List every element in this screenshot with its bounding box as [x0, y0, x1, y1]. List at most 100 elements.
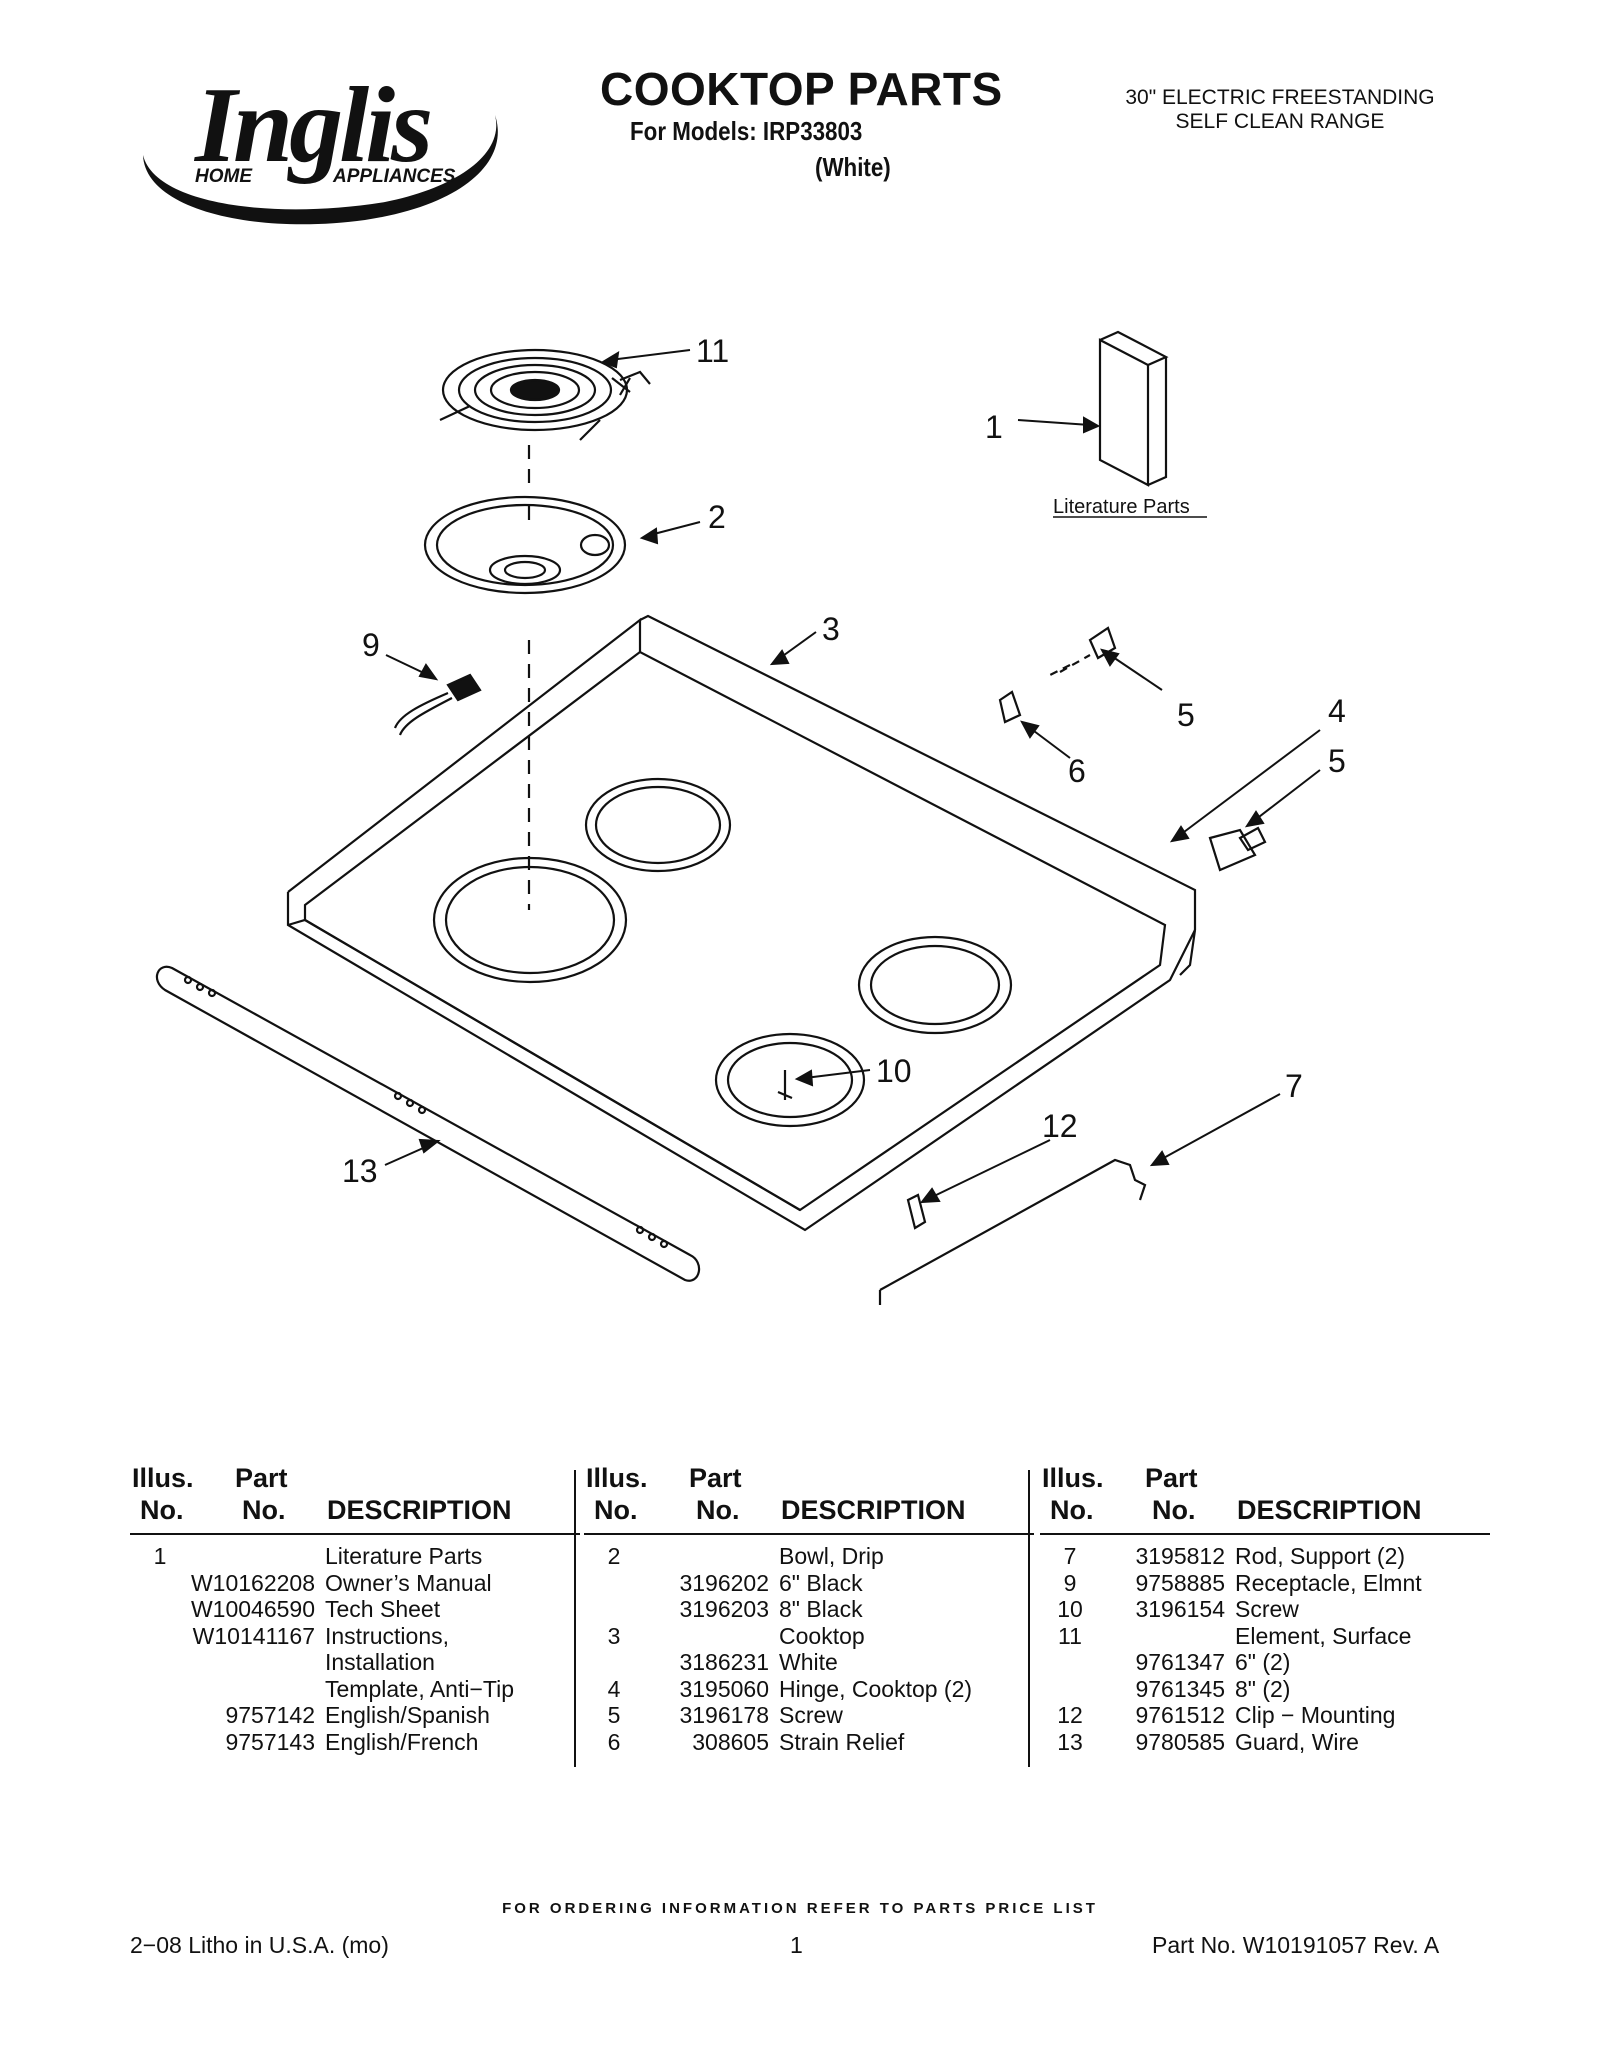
header-description: DESCRIPTION — [781, 1495, 966, 1525]
table-row: 3196203 8" Black — [584, 1596, 1034, 1623]
part-number: 3195060 — [679, 1675, 769, 1702]
part-description: Screw — [1235, 1596, 1299, 1622]
model-number: For Models: IRP33803 — [630, 116, 863, 146]
illus-number: 2 — [607, 1543, 621, 1569]
table-header: Illus. No. Part No. DESCRIPTION — [130, 1463, 580, 1535]
illus-number: 10 — [1057, 1596, 1083, 1622]
table-row: 7 3195812 Rod, Support (2) — [1040, 1543, 1490, 1570]
illus-number: 12 — [1057, 1702, 1083, 1728]
part-description: Instructions, — [325, 1622, 449, 1649]
part-number: 3196203 — [679, 1596, 769, 1622]
illus-number: 13 — [1057, 1728, 1083, 1755]
callout-9: 9 — [362, 627, 380, 663]
part-number: W10141167 — [192, 1622, 315, 1649]
hinge-screw-drawing — [998, 626, 1267, 872]
part-description: Owner’s Manual — [325, 1569, 492, 1596]
page-number: 1 — [790, 1932, 803, 1958]
header-part: Part — [235, 1463, 288, 1493]
part-number: 9757142 — [225, 1702, 315, 1728]
callout-5-lower: 5 — [1328, 743, 1346, 779]
literature-parts-label: Literature Parts — [1053, 496, 1190, 518]
header-illus: Illus. — [1042, 1463, 1104, 1493]
part-description: Bowl, Drip — [779, 1543, 884, 1569]
part-number: 3195812 — [1135, 1543, 1225, 1569]
part-description: Rod, Support (2) — [1235, 1543, 1406, 1569]
brand-sub-appliances: APPLIANCES — [333, 166, 456, 187]
table-row: 9761345 8" (2) — [1040, 1676, 1490, 1703]
table-header: Illus. No. Part No. DESCRIPTION — [1040, 1463, 1490, 1535]
part-number: 3196178 — [679, 1702, 769, 1728]
part-description: Guard, Wire — [1235, 1728, 1359, 1755]
table-row: Installation — [130, 1649, 580, 1676]
table-row: W10162208 Owner’s Manual — [130, 1570, 580, 1597]
callout-2: 2 — [708, 499, 726, 535]
illus-number: 7 — [1063, 1543, 1077, 1569]
table-row: 13 9780585 Guard, Wire — [1040, 1729, 1490, 1756]
header-illus-no: No. — [594, 1495, 638, 1525]
callout-1: 1 — [985, 409, 1003, 445]
illus-number: 3 — [607, 1622, 621, 1649]
table-row: 2 Bowl, Drip — [584, 1543, 1034, 1570]
parts-table-2: Illus. No. Part No. DESCRIPTION 2 Bowl, D… — [584, 1463, 1034, 1755]
part-number: 9780585 — [1135, 1728, 1225, 1755]
part-number: 9761347 — [1135, 1649, 1225, 1675]
header-part-no: No. — [696, 1495, 740, 1525]
part-description: 6" Black — [779, 1569, 863, 1596]
table-divider — [574, 1470, 576, 1767]
document-part-number: Part No. W10191057 Rev. A — [1152, 1932, 1440, 1958]
header-description: DESCRIPTION — [327, 1495, 512, 1525]
page-title: COOKTOP PARTS — [600, 63, 1003, 115]
table-header: Illus. No. Part No. DESCRIPTION — [584, 1463, 1034, 1535]
part-number: 9761345 — [1135, 1675, 1225, 1702]
illus-number: 1 — [153, 1543, 167, 1569]
receptacle-drawing — [393, 673, 482, 736]
parts-table-3: Illus. No. Part No. DESCRIPTION 7 3195812… — [1040, 1463, 1490, 1755]
ordering-note: FOR ORDERING INFORMATION REFER TO PARTS … — [502, 1900, 1098, 1917]
part-number: W10162208 — [190, 1569, 315, 1596]
part-number: 9761512 — [1135, 1702, 1225, 1728]
part-description: Clip − Mounting — [1235, 1702, 1396, 1728]
header-description: DESCRIPTION — [1237, 1495, 1422, 1525]
brand-sub-home: HOME — [195, 166, 252, 187]
part-description: 8" Black — [779, 1596, 863, 1622]
part-number: 3186231 — [679, 1649, 769, 1675]
part-description: Installation — [325, 1649, 435, 1675]
illus-number: 9 — [1063, 1569, 1077, 1596]
header-illus: Illus. — [586, 1463, 648, 1493]
header-illus-no: No. — [140, 1495, 184, 1525]
part-number: W10046590 — [190, 1596, 315, 1622]
brand-name: Inglis — [195, 66, 433, 185]
callout-3: 3 — [822, 611, 840, 647]
illus-number: 6 — [607, 1728, 621, 1755]
table-row: 3 Cooktop — [584, 1623, 1034, 1650]
table-row: Template, Anti−Tip — [130, 1676, 580, 1703]
header-part: Part — [689, 1463, 742, 1493]
part-description: Hinge, Cooktop (2) — [779, 1675, 973, 1702]
part-number: 308605 — [692, 1728, 769, 1755]
callout-6: 6 — [1068, 753, 1086, 789]
part-description: Cooktop — [779, 1622, 865, 1649]
part-description: 8" (2) — [1235, 1675, 1291, 1702]
print-info: 2−08 Litho in U.S.A. (mo) — [130, 1932, 389, 1958]
table-row: W10046590 Tech Sheet — [130, 1596, 580, 1623]
model-color: (White) — [815, 152, 891, 182]
illus-number: 11 — [1058, 1622, 1082, 1649]
header-illus: Illus. — [132, 1463, 194, 1493]
wire-guard-drawing — [155, 965, 701, 1282]
callout-11: 11 — [696, 333, 729, 369]
part-number: 9757143 — [225, 1728, 315, 1755]
part-description: Tech Sheet — [325, 1596, 441, 1622]
callout-5-upper: 5 — [1177, 697, 1195, 733]
surface-element-drawing — [439, 348, 651, 441]
part-number: 9758885 — [1135, 1569, 1225, 1596]
product-subtitle: 30" ELECTRIC FREESTANDING SELF CLEAN RAN… — [1110, 86, 1450, 134]
